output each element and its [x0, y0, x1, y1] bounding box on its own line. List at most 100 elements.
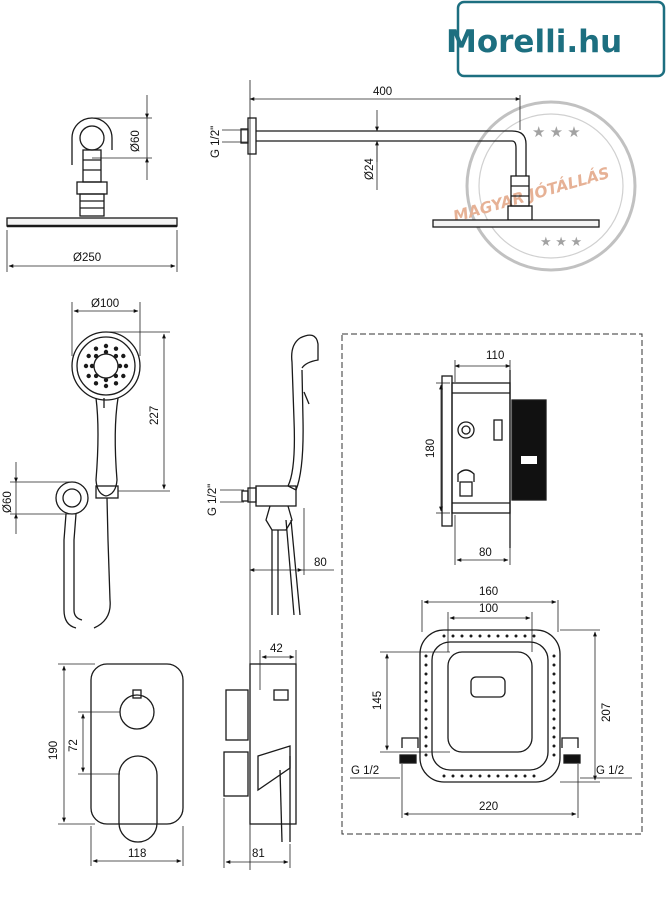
dim-box-thread-left: G 1/2 — [351, 765, 379, 777]
plate-dimensions — [58, 663, 184, 866]
nozzle-dot — [117, 363, 123, 369]
mounting-hole — [552, 681, 556, 685]
mounting-hole — [496, 774, 500, 778]
dim-plate-depth-total: 81 — [252, 848, 265, 860]
logo-text: Morelli.hu — [446, 24, 622, 60]
dim-knob-offset: 72 — [68, 739, 80, 752]
mounting-hole — [424, 681, 428, 685]
dim-arm-length: 400 — [373, 86, 392, 98]
mounting-hole — [552, 726, 556, 730]
nozzle-dot — [113, 353, 119, 359]
mounting-hole — [552, 708, 556, 712]
mounting-hole — [505, 634, 509, 638]
dim-head-arm-diameter: Ø60 — [130, 130, 142, 152]
mounting-hole — [424, 726, 428, 730]
dim-holder-depth: 80 — [314, 557, 327, 569]
shower-arm-side-view — [240, 117, 600, 228]
mounting-hole — [552, 672, 556, 676]
dim-box-height: 180 — [425, 439, 437, 458]
nozzle-dot — [86, 373, 91, 379]
box-side-dimensions — [436, 360, 511, 565]
nozzle-dot — [93, 381, 99, 386]
mounting-hole — [451, 634, 455, 638]
box-front-dimensions — [350, 600, 632, 818]
mounting-hole — [442, 634, 446, 638]
dim-hand-diameter: Ø100 — [91, 298, 119, 310]
mounting-hole — [552, 717, 556, 721]
mounting-hole — [424, 654, 428, 658]
dim-arm-thread: G 1/2" — [210, 126, 222, 158]
nozzle-dot — [121, 353, 126, 359]
mounting-hole — [523, 634, 527, 638]
nozzle-dot — [123, 363, 129, 369]
dim-box-total-width: 220 — [479, 801, 498, 813]
mounting-hole — [460, 634, 464, 638]
mounting-hole — [514, 774, 518, 778]
mounting-hole — [469, 774, 473, 778]
dim-head-diameter: Ø250 — [73, 252, 101, 264]
mounting-hole — [451, 774, 455, 778]
dim-box-outer-height: 207 — [601, 703, 613, 722]
nozzle-dot — [113, 373, 119, 379]
dim-holder-diameter: Ø60 — [2, 491, 14, 513]
box-label — [521, 456, 537, 464]
box-front-holes — [424, 634, 556, 778]
warranty-stamp: ★ ★ ★ ★ ★ ★ MAGYAR JÓTÁLLÁS — [451, 100, 637, 272]
box-front-view — [399, 629, 581, 783]
mounting-hole — [552, 735, 556, 739]
nozzle-dot — [103, 349, 109, 355]
mounting-hole — [523, 774, 527, 778]
mounting-hole — [505, 774, 509, 778]
dim-hand-length: 227 — [149, 406, 161, 425]
mounting-hole — [552, 654, 556, 658]
dim-plate-height: 190 — [48, 741, 60, 760]
nozzle-dot — [113, 346, 119, 351]
hand-shower-nozzles — [83, 343, 129, 389]
nozzle-dot — [103, 343, 109, 349]
nozzle-dot — [86, 353, 91, 359]
stamp-stars-top: ★ ★ ★ — [532, 124, 581, 141]
mounting-hole — [552, 690, 556, 694]
mounting-hole — [424, 735, 428, 739]
hand-shower-side-view — [241, 334, 319, 616]
nozzle-dot — [103, 377, 109, 383]
mounting-hole — [424, 672, 428, 676]
nozzle-dot — [121, 373, 126, 379]
nozzle-dot — [93, 346, 99, 351]
concealed-box-frame — [341, 333, 643, 835]
mounting-hole — [424, 708, 428, 712]
dim-box-inner-width: 100 — [479, 603, 498, 615]
mounting-hole — [532, 774, 536, 778]
mounting-hole — [487, 634, 491, 638]
brand-logo: Morelli.hu — [446, 0, 666, 78]
mounting-hole — [424, 699, 428, 703]
dim-plate-depth-top: 42 — [270, 643, 283, 655]
mounting-hole — [424, 663, 428, 667]
dim-box-outer-width: 160 — [479, 586, 498, 598]
holder-dimensions — [220, 489, 334, 575]
mounting-hole — [460, 774, 464, 778]
head-dimensions — [6, 95, 178, 272]
mounting-hole — [424, 744, 428, 748]
nozzle-dot — [89, 363, 95, 369]
mounting-hole — [487, 774, 491, 778]
mounting-hole — [478, 634, 482, 638]
dim-box-thread-right: G 1/2 — [596, 765, 624, 777]
mounting-hole — [552, 663, 556, 667]
mixer-side-view — [223, 663, 297, 843]
mounting-hole — [496, 634, 500, 638]
nozzle-dot — [93, 353, 99, 359]
dim-box-depth: 80 — [479, 547, 492, 559]
mounting-hole — [424, 717, 428, 721]
mounting-hole — [424, 753, 428, 757]
hand-dimensions — [10, 302, 170, 534]
dim-arm-pipe-diameter: Ø24 — [364, 158, 376, 180]
shower-head-front-view — [6, 117, 178, 228]
mounting-hole — [552, 753, 556, 757]
dim-box-inner-height: 145 — [372, 691, 384, 710]
mounting-hole — [514, 634, 518, 638]
nozzle-dot — [83, 363, 89, 369]
stamp-text: MAGYAR JÓTÁLLÁS — [451, 163, 612, 226]
dim-plate-width: 118 — [128, 848, 146, 860]
